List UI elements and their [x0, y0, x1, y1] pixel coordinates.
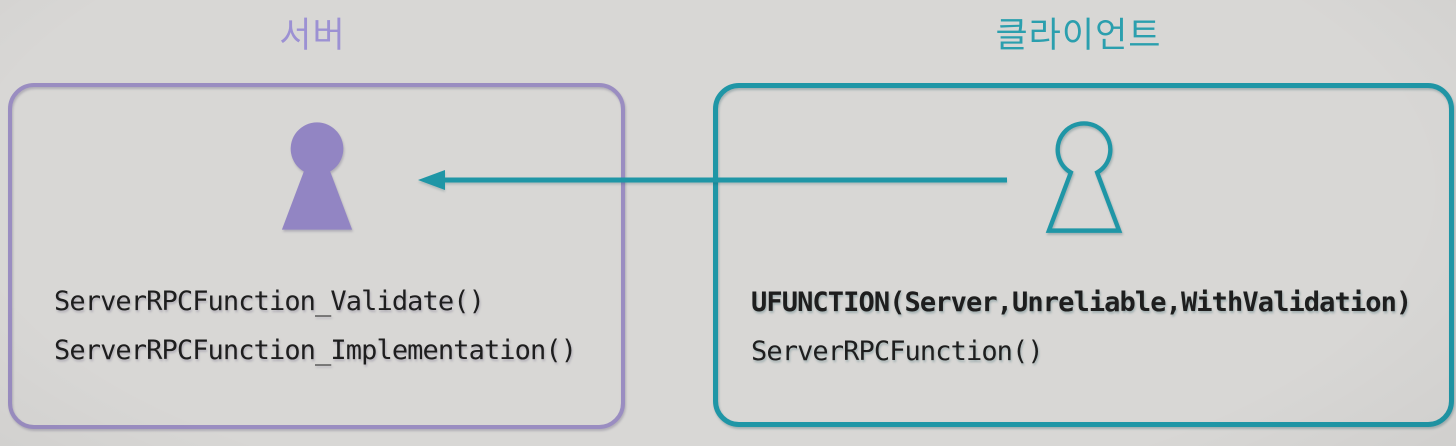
server-title: 서버 — [279, 16, 346, 55]
server-person-icon — [281, 122, 352, 230]
client-code-ufunction: UFUNCTION(Server,Unreliable,WithValidati… — [751, 287, 1412, 318]
client-box: UFUNCTION(Server,Unreliable,WithValidati… — [713, 83, 1454, 427]
client-code-rpc: ServerRPCFunction() — [751, 336, 1044, 367]
client-title: 클라이언트 — [995, 16, 1162, 55]
client-person-icon — [1045, 121, 1122, 233]
server-box: ServerRPCFunction_Validate() ServerRPCFu… — [8, 83, 625, 429]
server-code-validate: ServerRPCFunction_Validate() — [54, 286, 485, 317]
server-code-implementation: ServerRPCFunction_Implementation() — [54, 335, 577, 366]
client-to-server-arrow-icon — [418, 170, 1007, 190]
